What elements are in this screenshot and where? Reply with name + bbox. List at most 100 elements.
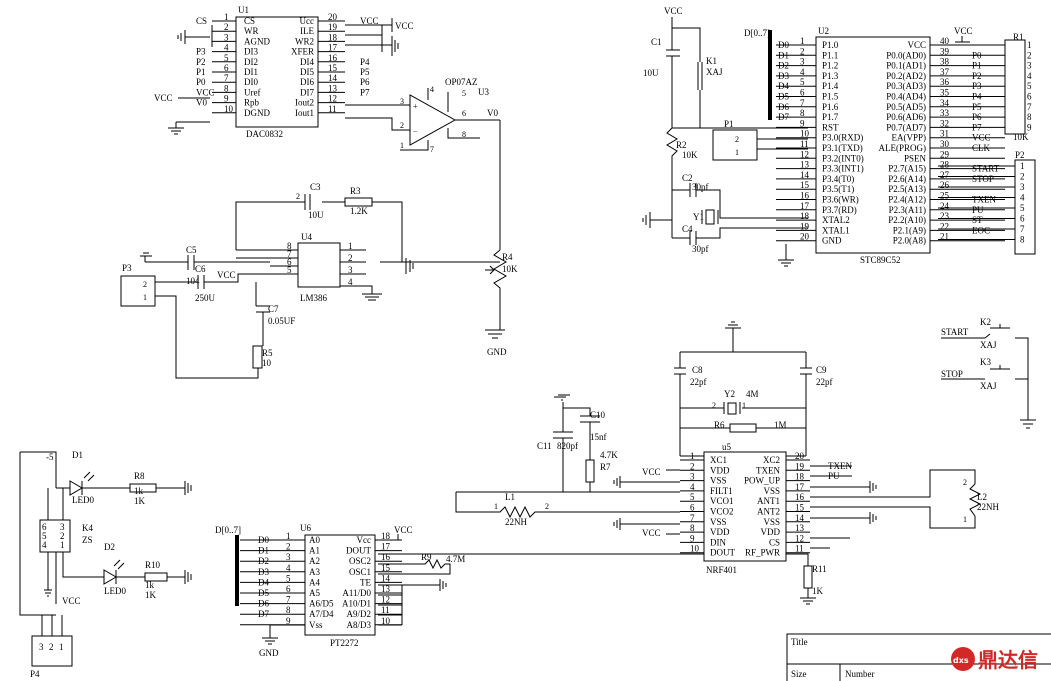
c6-symbol [165, 273, 270, 289]
c8-ref: C8 [692, 365, 703, 375]
dac-r-20-num: 20 [328, 12, 338, 22]
op07-pin7: 7 [430, 145, 434, 154]
dac-vcc-label: VCC [395, 21, 414, 31]
c10-symbol [563, 407, 600, 460]
pt-l-3-net: D2 [258, 556, 269, 566]
nrf-l-8-num: 8 [690, 523, 695, 533]
mcu-r-21-name: P2.0(A8) [893, 236, 926, 246]
nrf-vss14-gnd [810, 512, 877, 524]
r5-ref: R5 [262, 348, 273, 358]
mcu-l-5-num: 5 [800, 77, 805, 87]
dac-l-1-num: 1 [224, 12, 229, 22]
number-label: Number [845, 669, 875, 679]
r4-value: 10K [502, 264, 518, 274]
r1-pin-4: 4 [1027, 71, 1032, 81]
mcu-l-13-num: 13 [800, 160, 810, 170]
dac0832-body [235, 16, 319, 128]
dac-l-6-net: P1 [196, 67, 206, 77]
c6-value: 250U [195, 293, 216, 303]
mcu-r-29-name: PSEN [904, 153, 927, 163]
l1-pin2: 2 [545, 502, 549, 511]
r4-gnd-label: GND [487, 347, 507, 357]
mcu-r-30-name: ALE(PROG) [879, 143, 927, 153]
c3-symbol [304, 194, 311, 210]
mcu-name: STC89C52 [860, 255, 901, 265]
dac-l-6-num: 6 [224, 63, 229, 73]
nrf-r-11-name: RF_PWR [745, 548, 780, 558]
r2-ref: R2 [676, 140, 687, 150]
pt2272-data-wires [378, 584, 440, 626]
mcu-l-2-net: D1 [778, 50, 789, 60]
nrf-r-15-name: ANT2 [757, 507, 780, 517]
dac-uref-net: VCC [154, 93, 173, 103]
lm-l-5-num: 5 [287, 265, 292, 275]
k3-value: XAJ [980, 381, 997, 391]
p2-pin-8: 8 [1020, 235, 1025, 245]
r4-wiper [485, 265, 495, 275]
p1-pin1: 1 [735, 148, 739, 157]
c5-gnd [140, 252, 152, 262]
nrf-l-7-num: 7 [690, 513, 695, 523]
dac-l-2-num: 2 [224, 22, 229, 32]
d1-rays [83, 471, 95, 482]
k4-outer-wire [19, 451, 57, 616]
k4-pinl-5: 5 [42, 531, 47, 541]
dac-l-1-name: CS [244, 16, 255, 26]
c10-value: 15nf [590, 432, 607, 442]
y2-pin1: 1 [742, 401, 746, 410]
dac-r-14-num: 14 [328, 73, 338, 83]
p2-pin-4: 4 [1020, 193, 1025, 203]
dac-l-9-num: 9 [224, 94, 229, 104]
dac-l-8-name: Uref [244, 87, 261, 97]
p1-pin2: 2 [735, 135, 739, 144]
mcu-l-2-num: 2 [800, 46, 805, 56]
r1-body [1004, 39, 1026, 135]
c3-pin: 2 [296, 192, 300, 201]
dac-l-8-net: VCC [196, 87, 215, 97]
r3-value: 1.2K [350, 206, 368, 216]
nrf-crystal-caps [674, 351, 812, 456]
r1-pin-7: 7 [1027, 102, 1032, 112]
mcu-r-34-name: P0.5(AD5) [886, 102, 926, 112]
r1-pin-5: 5 [1027, 81, 1032, 91]
dac-l-7-num: 7 [224, 73, 229, 83]
c2-value: 30pf [692, 182, 709, 192]
dac-vcc-wire [345, 18, 393, 32]
k4-ref: K4 [82, 523, 93, 533]
mcu-r-27-net: STOP [972, 174, 994, 184]
nrf-txen-pu-wires [810, 465, 852, 477]
nrf-r-11-num: 11 [795, 544, 804, 554]
mcu-r-26-name: P2.5(A13) [888, 184, 926, 194]
nrf-top-gnd [725, 321, 741, 352]
pt-r-10-name: A8/D3 [347, 620, 372, 630]
nrf-ant-wires [810, 469, 976, 529]
mcu-l-15-num: 15 [800, 180, 810, 190]
mcu-l-17-name: P3.7(RD) [822, 205, 857, 215]
mcu-gnd [778, 244, 794, 267]
nrf-txen-net: TXEN [828, 461, 852, 471]
pt-r-14-num: 14 [381, 573, 391, 583]
mcu-l-5-name: P1.4 [822, 81, 839, 91]
lm386-out-wire [380, 258, 500, 274]
dac-right-gnd [391, 36, 399, 56]
mcu-r-31-net: VCC [972, 133, 991, 143]
pt-l-4-net: D3 [258, 567, 269, 577]
r3-ref: R3 [350, 186, 361, 196]
dac-r-15-net: P5 [360, 67, 370, 77]
mcu-r-30-num: 30 [940, 139, 950, 149]
dac-l-8-num: 8 [224, 83, 229, 93]
crystal-gnd [642, 200, 673, 238]
mcu-ref: U2 [818, 26, 829, 36]
c7-ref: C7 [268, 304, 279, 314]
mcu-l-1-net: D0 [778, 40, 789, 50]
mcu-l-8-num: 8 [800, 108, 805, 118]
dac-r-19-name: ILE [300, 26, 314, 36]
mcu-r-25-name: P2.4(A12) [888, 195, 926, 205]
l1-symbol [455, 491, 680, 519]
